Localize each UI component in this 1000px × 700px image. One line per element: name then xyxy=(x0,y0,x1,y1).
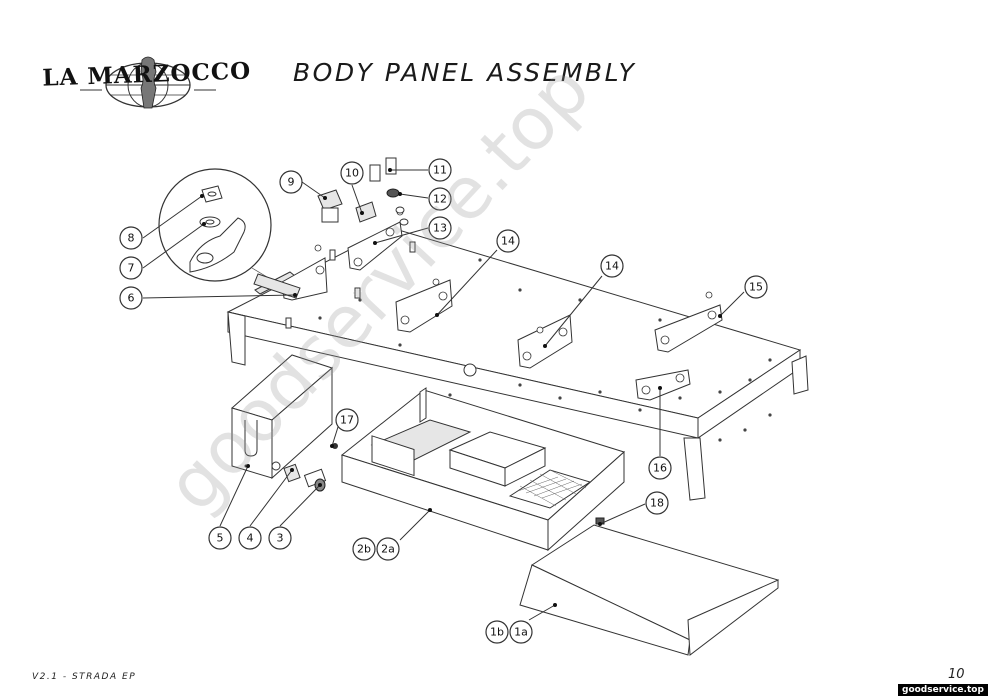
detail-zoom xyxy=(158,168,301,299)
svg-text:13: 13 xyxy=(433,222,447,235)
svg-text:17: 17 xyxy=(340,414,354,427)
callout-8: 8 xyxy=(119,226,143,250)
callout-3: 3 xyxy=(268,526,292,550)
svg-text:1a: 1a xyxy=(514,626,528,639)
callout-4: 4 xyxy=(238,526,262,550)
callout-1b: 1b xyxy=(485,620,509,644)
callout-6: 6 xyxy=(119,286,143,310)
callout-5: 5 xyxy=(208,526,232,550)
callout-17: 17 xyxy=(335,408,359,432)
callout-13: 13 xyxy=(428,216,452,240)
svg-text:2b: 2b xyxy=(357,543,371,556)
svg-text:3: 3 xyxy=(277,532,284,545)
fittings-group xyxy=(317,157,409,226)
la-marzocco-logo: LA MARZOCCO xyxy=(42,56,252,109)
svg-text:18: 18 xyxy=(650,497,664,510)
svg-text:14: 14 xyxy=(501,235,515,248)
leader-dots xyxy=(200,168,722,607)
bottom-panel xyxy=(519,517,780,656)
svg-text:14: 14 xyxy=(605,260,619,273)
mounting-brackets xyxy=(281,208,723,401)
callout-14-left: 14 xyxy=(496,229,520,253)
callout-7: 7 xyxy=(119,256,143,280)
svg-text:4: 4 xyxy=(247,532,254,545)
svg-text:8: 8 xyxy=(128,232,135,245)
svg-text:5: 5 xyxy=(217,532,224,545)
svg-text:16: 16 xyxy=(653,462,667,475)
svg-text:12: 12 xyxy=(433,193,447,206)
callout-1a: 1a xyxy=(509,620,533,644)
electronics-tray xyxy=(332,387,625,552)
svg-text:7: 7 xyxy=(128,262,135,275)
side-panel xyxy=(230,354,333,480)
callout-10: 10 xyxy=(340,161,364,185)
connector-parts xyxy=(283,463,327,492)
callout-18: 18 xyxy=(645,491,669,515)
callout-2b: 2b xyxy=(352,537,376,561)
site-badge: goodservice.top xyxy=(898,684,988,696)
page-number: 10 xyxy=(948,667,965,682)
callout-2a: 2a xyxy=(376,537,400,561)
svg-text:11: 11 xyxy=(433,164,447,177)
callout-12: 12 xyxy=(428,187,452,211)
callout-14-right: 14 xyxy=(600,254,624,278)
callout-16: 16 xyxy=(648,456,672,480)
leader-lines xyxy=(142,169,745,621)
svg-text:15: 15 xyxy=(749,281,763,294)
callout-9: 9 xyxy=(279,170,303,194)
version-label: V2.1 - STRADA EP xyxy=(32,672,137,682)
svg-text:9: 9 xyxy=(288,176,295,189)
svg-text:6: 6 xyxy=(128,292,135,305)
base-frame xyxy=(226,227,809,501)
svg-text:10: 10 xyxy=(345,167,359,180)
page-title: BODY PANEL ASSEMBLY xyxy=(293,58,637,87)
callout-15: 15 xyxy=(744,275,768,299)
svg-text:2a: 2a xyxy=(381,543,395,556)
callout-11: 11 xyxy=(428,158,452,182)
svg-text:1b: 1b xyxy=(490,626,504,639)
